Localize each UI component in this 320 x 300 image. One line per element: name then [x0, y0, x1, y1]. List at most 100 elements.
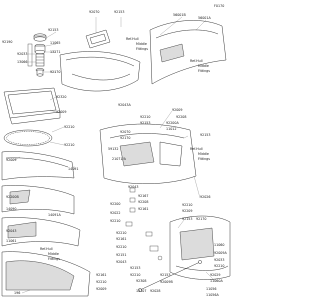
callout-11061: 11061 — [6, 239, 17, 243]
callout-92033: 92033 — [17, 52, 28, 56]
callout-21071a: 21071/A — [112, 157, 127, 161]
callout-11065: 11065 — [50, 41, 61, 45]
callout-92043b: 92043 — [6, 229, 17, 233]
callout-92009b: 92009B — [160, 280, 173, 284]
ref-hull-note-3-line3: Fittings — [198, 157, 210, 161]
callout-92170-left: 92170 — [50, 70, 61, 74]
callout-92151: 92151 — [116, 253, 127, 257]
callout-11012: 11012 — [166, 127, 177, 131]
callout-11060a: 11060A — [210, 279, 223, 283]
callout-labels: 92070 92153 56001B 56001A 92190 92153 11… — [2, 10, 227, 297]
storage-housing — [99, 123, 197, 184]
top-lid — [59, 51, 141, 92]
callout-92200b: 92200B — [6, 195, 19, 199]
callout-92210-b: 92210 — [64, 143, 75, 147]
ref-hull-note-4-line2: Middle — [48, 252, 59, 256]
ref-hull-note-1: Ref.Hull — [126, 37, 139, 41]
callout-59132: 59132 — [108, 147, 119, 151]
callout-92170-mid: 92170 — [120, 136, 131, 140]
ref-hull-note-4-line3: Fittings — [48, 257, 60, 261]
callout-13271: 13271 — [50, 50, 61, 54]
callout-14090: 14090 — [6, 207, 17, 211]
callout-56001b: 56001B — [173, 13, 186, 17]
ref-hull-note-1-line3: Fittings — [136, 47, 148, 51]
callout-14091a: 14091A — [48, 213, 61, 217]
callout-92043-c: 92043 — [116, 260, 127, 264]
callout-13107: 13107 — [136, 289, 147, 293]
storage-tray — [3, 87, 61, 125]
callout-92161: 92161 — [138, 207, 149, 211]
ref-hull-note-3-line2: Middle — [198, 152, 209, 156]
callout-92029: 92029 — [210, 273, 221, 277]
side-cover-lower — [1, 217, 81, 247]
retainer-bracket — [27, 43, 33, 67]
callout-92210-c: 92210 — [140, 115, 151, 119]
callout-92070: 92070 — [89, 10, 100, 14]
callout-92210-a: 92210 — [64, 125, 75, 129]
callout-92200: 92200 — [110, 202, 121, 206]
callout-92210-f: 92210 — [116, 245, 127, 249]
callout-56001a: 56001A — [198, 16, 211, 20]
callout-92210-g: 92210 — [130, 273, 141, 277]
ref-hull-note-2-line2: Middle — [198, 64, 209, 68]
callout-92022: 92022 — [110, 211, 121, 215]
callout-92153: 92153 — [114, 10, 125, 14]
callout-92153-tl: 92153 — [48, 28, 59, 32]
ref-hull-note-3: Ref.Hull — [190, 147, 203, 151]
callout-196: 196 — [14, 291, 20, 295]
callout-92210-e: 92210 — [116, 231, 127, 235]
callout-92161-b: 92161 — [116, 237, 127, 241]
callout-92153-r: 92153 — [200, 133, 211, 137]
callout-11056: 11056 — [206, 287, 217, 291]
hardware-stack — [125, 187, 163, 261]
callout-92009a: 92009A — [214, 251, 227, 255]
callout-92070-b: 92070 — [120, 130, 131, 134]
callout-92208-b: 92208 — [138, 200, 149, 204]
callout-92026: 92026 — [200, 195, 211, 199]
callout-92028: 92028 — [150, 289, 161, 293]
callout-92009: 92009 — [6, 158, 17, 162]
callout-92161-c: 92161 — [96, 273, 107, 277]
callout-92043: 92043 — [128, 185, 139, 189]
callout-92190: 92190 — [2, 40, 13, 44]
callout-92043a: 92043A — [118, 103, 131, 107]
deck-cover-right-top — [149, 20, 227, 85]
deck-cover-upper — [1, 151, 75, 181]
callout-92153-bot: 92153 — [160, 273, 171, 277]
ref-hull-note-2: Ref.Hull — [190, 59, 203, 63]
callout-92170-r: 92170 — [196, 217, 207, 221]
callout-92033-b: 92033 — [214, 258, 225, 262]
callout-92208: 92208 — [176, 115, 187, 119]
callout-92153-r2: 92153 — [182, 217, 193, 221]
callout-92009-mid: 92009 — [172, 108, 183, 112]
seal-ring — [3, 129, 53, 147]
ref-hull-note-4: Ref.Hull — [40, 247, 53, 251]
callout-92210-h: 92210 — [214, 264, 225, 268]
ref-hull-note-2-line3: Fittings — [198, 69, 210, 73]
gauge-cover — [85, 29, 111, 49]
parts-diagram: F0170 — [1, 4, 231, 297]
diagram-code: F0170 — [214, 4, 224, 8]
callout-92210-r: 92210 — [182, 203, 193, 207]
callout-92209-r: 92209 — [182, 209, 193, 213]
leader-lines — [13, 16, 214, 294]
side-cover-middle — [1, 185, 75, 215]
callout-92153-low: 92153 — [130, 266, 141, 270]
callout-11060: 11060 — [214, 243, 225, 247]
callout-92210-d: 92210 — [110, 219, 121, 223]
callout-92009-top: 92009 — [56, 110, 67, 114]
callout-92009-bot: 92009 — [96, 287, 107, 291]
callout-92200a: 92200A — [166, 121, 179, 125]
callout-92308: 92308 — [136, 279, 147, 283]
control-rod — [138, 260, 202, 292]
callout-92167: 92167 — [138, 194, 149, 198]
callout-11056a: 11056A — [206, 293, 219, 297]
callout-13066: 13066 — [17, 60, 28, 64]
callout-14091: 14091 — [68, 167, 79, 171]
callout-92153-mid: 92153 — [140, 121, 151, 125]
ref-hull-note-1-line2: Middle — [136, 42, 147, 46]
callout-92210-i: 92210 — [96, 280, 107, 284]
callout-92320: 92320 — [56, 95, 67, 99]
hull-section-right — [169, 215, 231, 280]
hull-cover-bottom — [1, 251, 91, 297]
